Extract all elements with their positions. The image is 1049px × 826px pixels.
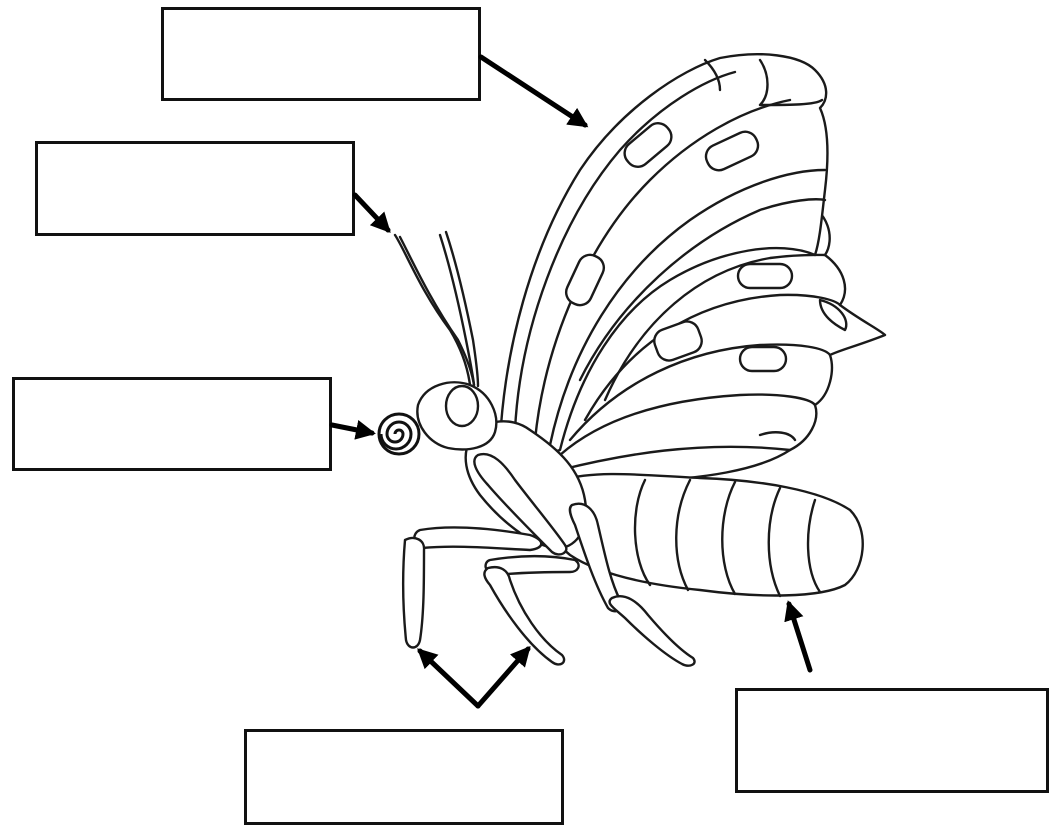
arrow-legs-right (478, 649, 528, 706)
antennae (395, 232, 478, 386)
arrow-wings (481, 57, 585, 125)
arrow-abdomen (789, 604, 810, 670)
proboscis-spiral (379, 414, 419, 454)
head (417, 382, 496, 449)
arrow-antenna (355, 195, 388, 230)
arrow-proboscis (332, 425, 372, 433)
arrow-legs-left (420, 651, 478, 706)
